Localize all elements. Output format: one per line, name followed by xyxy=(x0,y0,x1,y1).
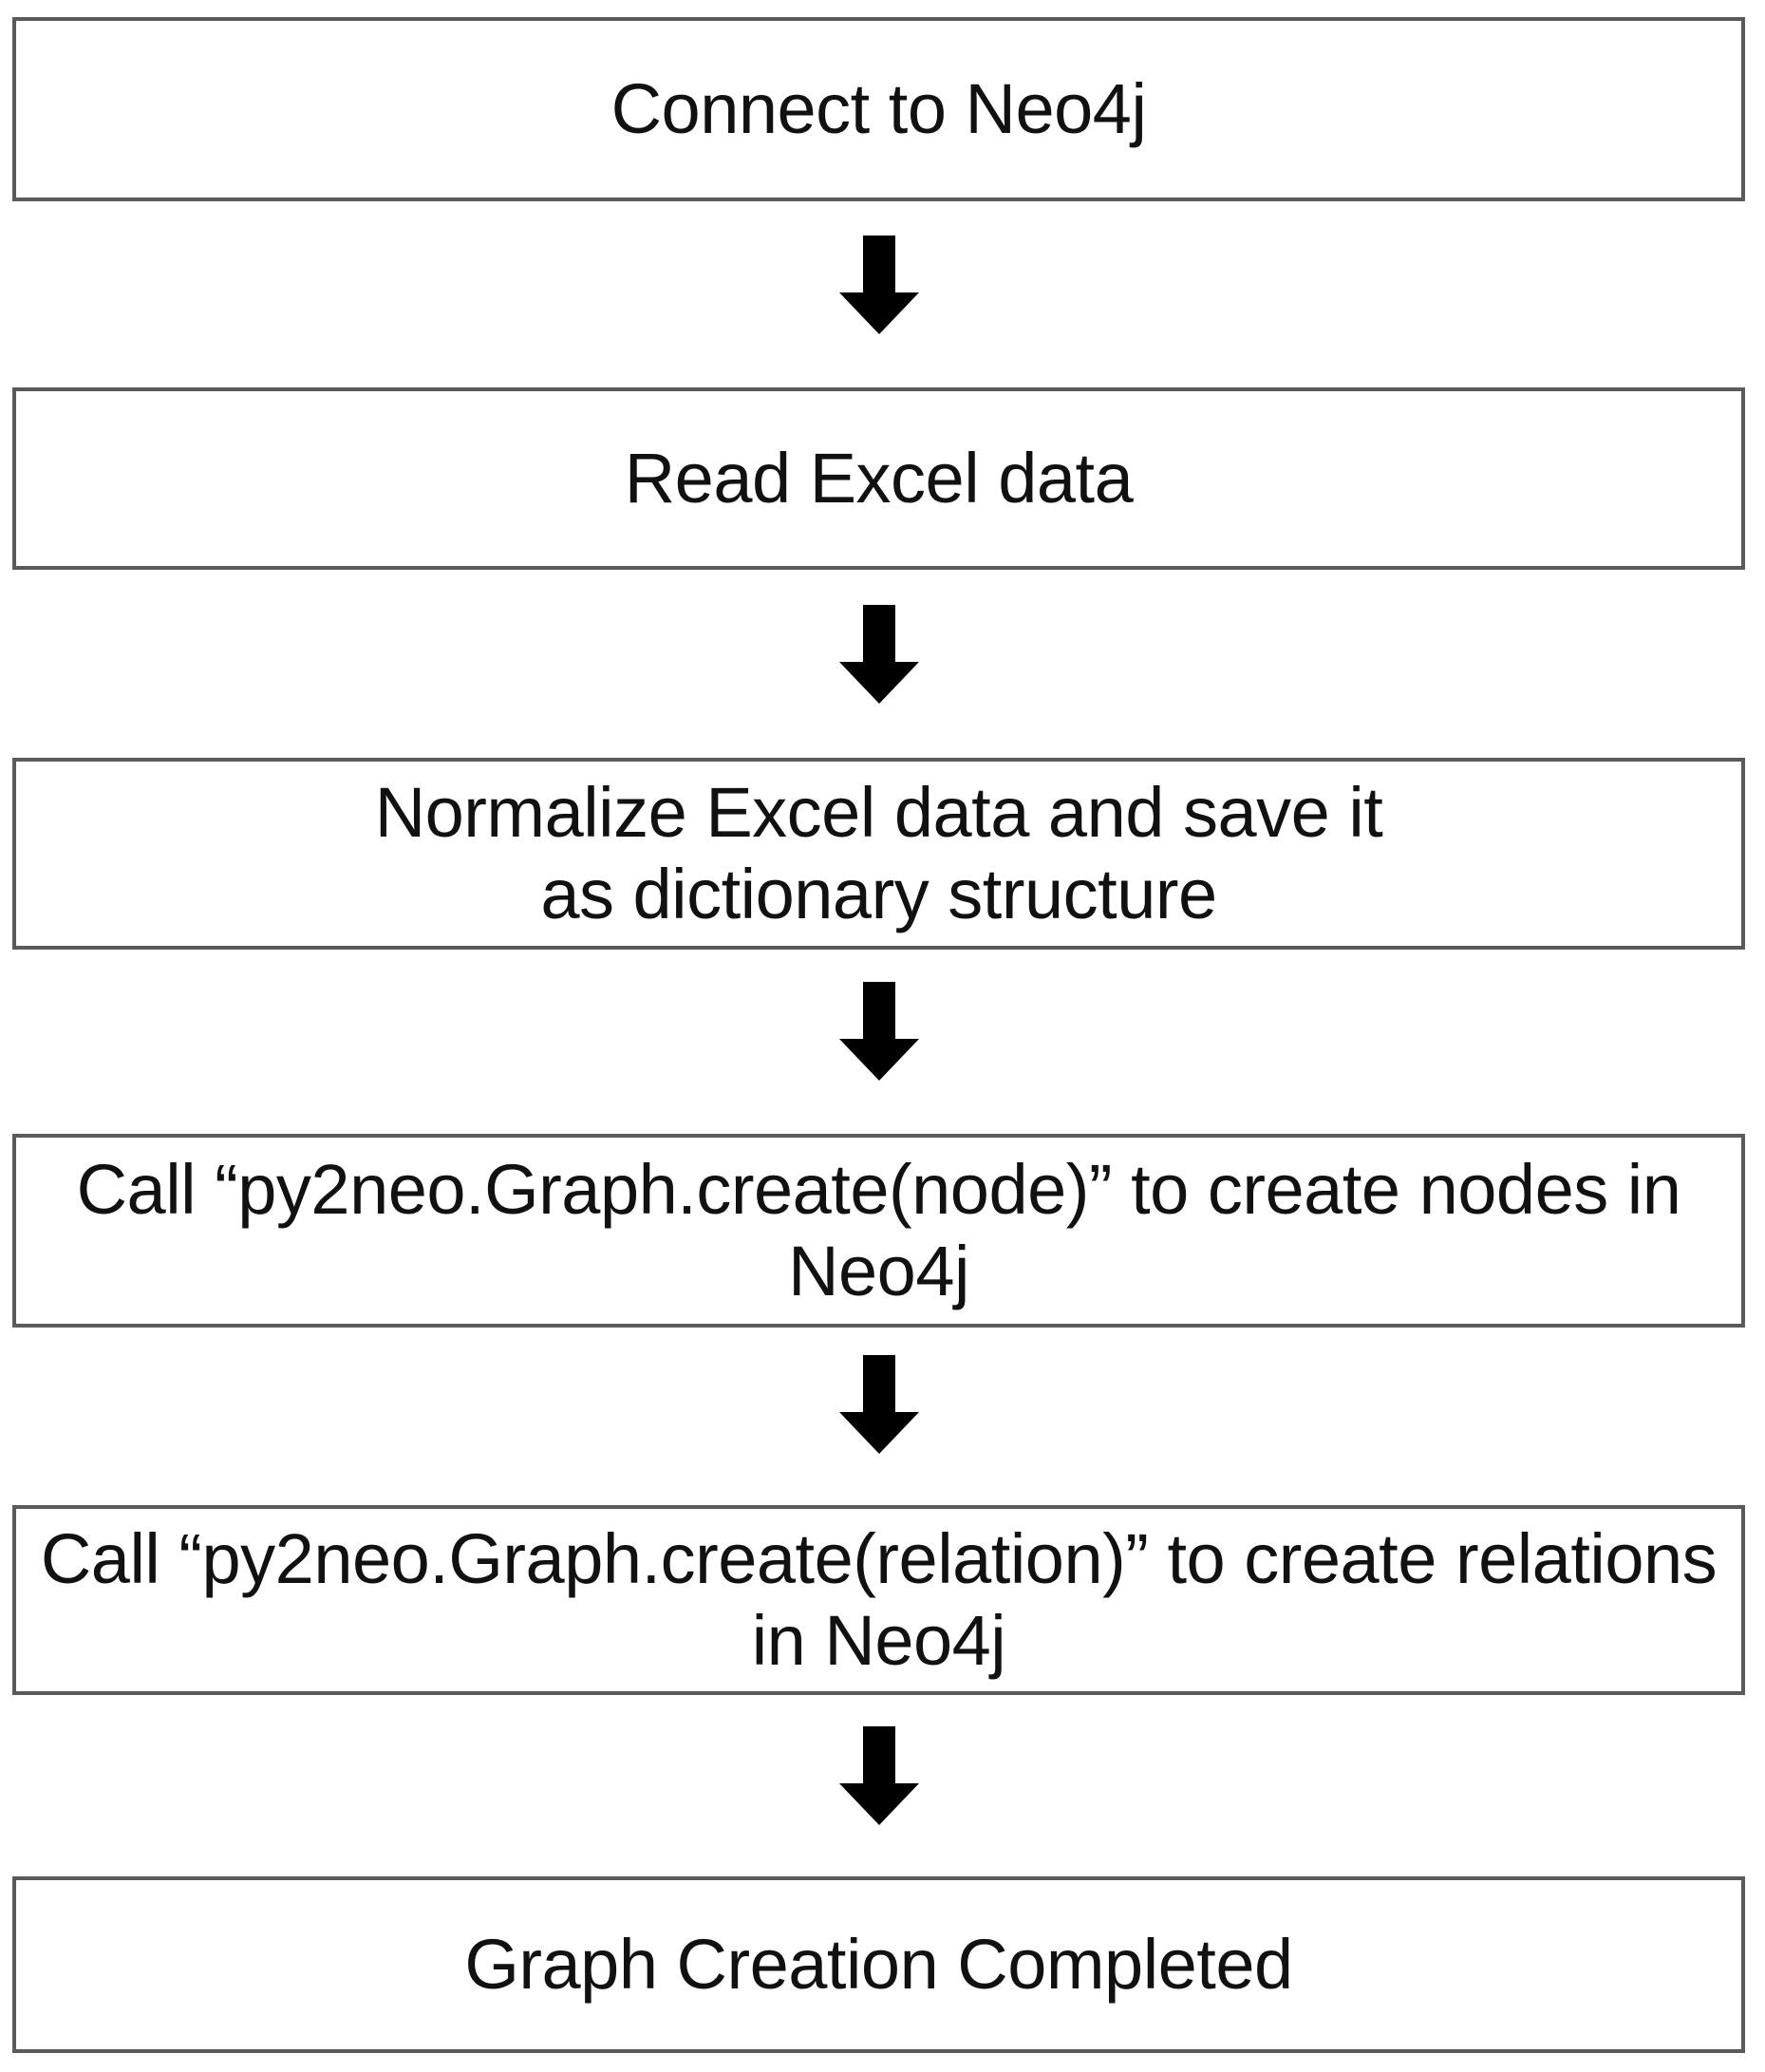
flowchart-node-label: Graph Creation Completed xyxy=(464,1925,1293,2005)
flowchart-node-label: Read Excel data xyxy=(624,439,1134,518)
flowchart-node-connect-to-neo4j[interactable]: Connect to Neo4j xyxy=(12,17,1745,201)
arrow-down-icon xyxy=(839,1726,919,1825)
arrow-down-icon xyxy=(839,1355,919,1454)
flowchart-node-read-excel-data[interactable]: Read Excel data xyxy=(12,387,1745,570)
arrow-down-icon xyxy=(839,605,919,704)
flowchart-node-label: Normalize Excel data and save it as dict… xyxy=(374,773,1383,933)
flowchart-node-normalize-excel-data[interactable]: Normalize Excel data and save it as dict… xyxy=(12,758,1745,950)
flowchart-node-label: Call “py2neo.Graph.create(node)” to crea… xyxy=(76,1150,1681,1310)
arrow-down-icon xyxy=(839,235,919,334)
flowchart-node-create-relations[interactable]: Call “py2neo.Graph.create(relation)” to … xyxy=(12,1505,1745,1695)
flowchart-node-label: Connect to Neo4j xyxy=(610,69,1147,149)
flowchart-node-create-nodes[interactable]: Call “py2neo.Graph.create(node)” to crea… xyxy=(12,1134,1745,1328)
arrow-down-icon xyxy=(839,982,919,1081)
flowchart-node-label: Call “py2neo.Graph.create(relation)” to … xyxy=(40,1519,1718,1680)
flowchart-node-graph-creation-completed[interactable]: Graph Creation Completed xyxy=(12,1876,1745,2053)
